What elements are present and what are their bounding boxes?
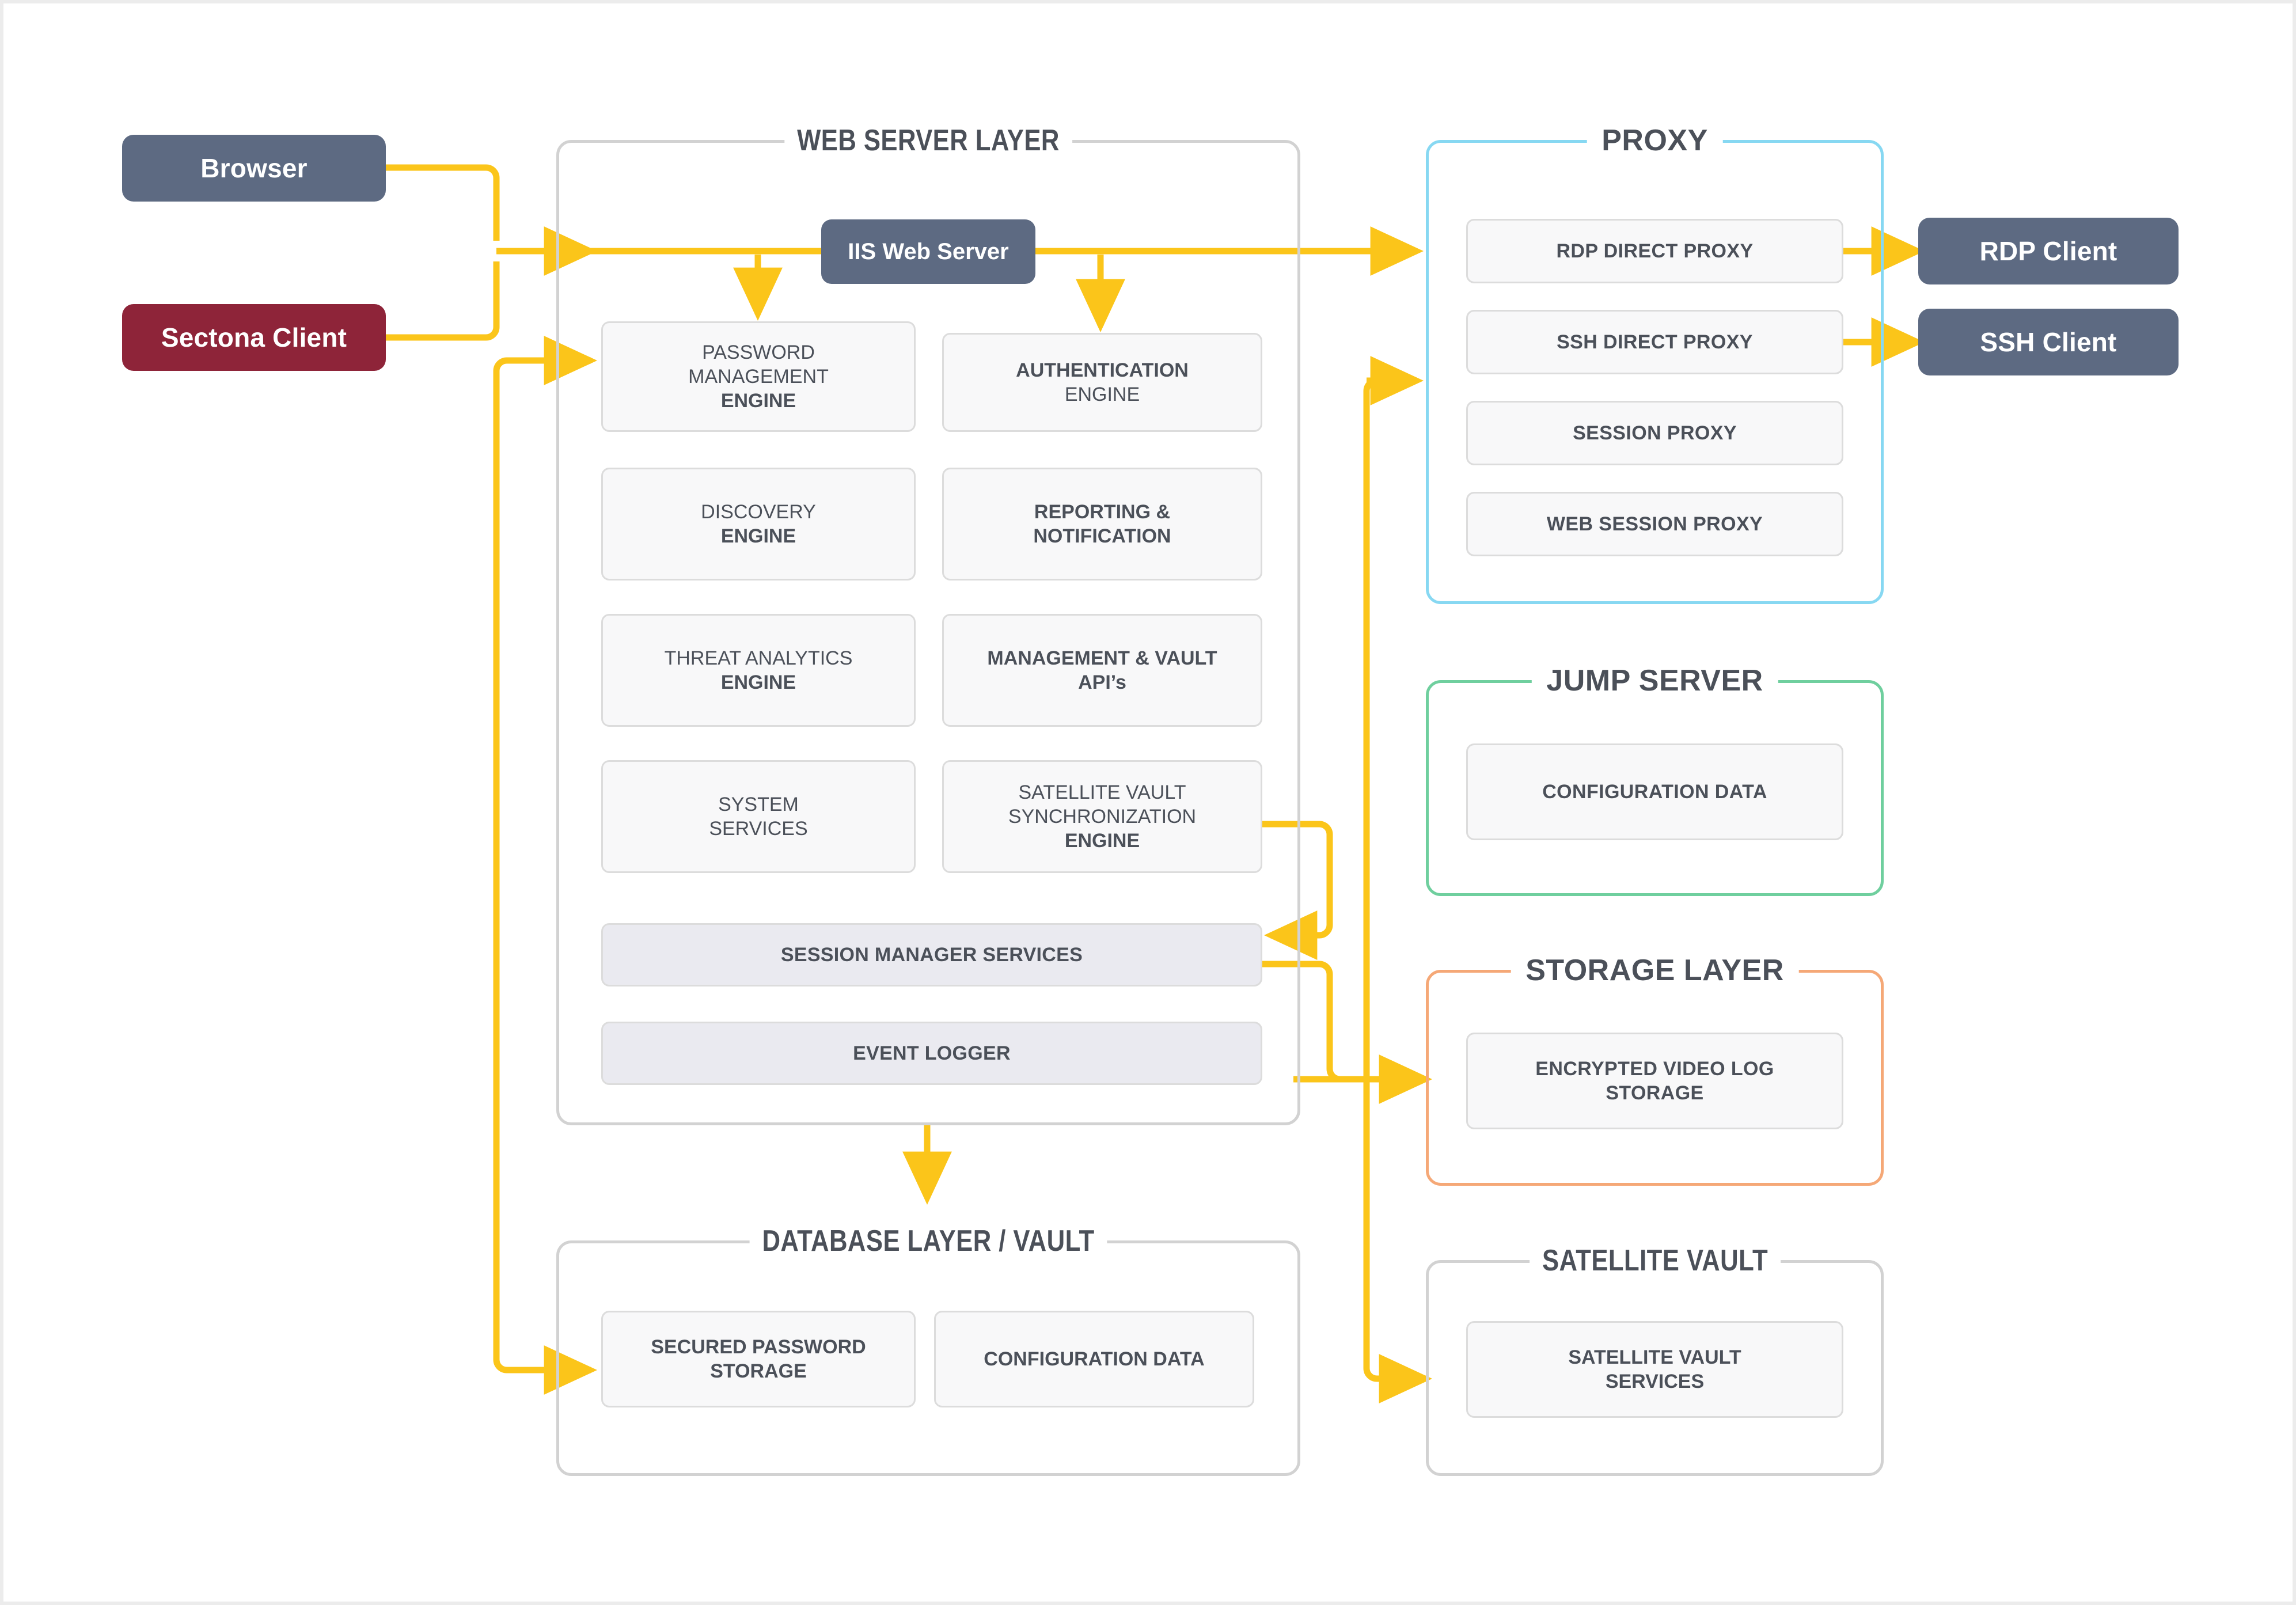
evls-line2: STORAGE xyxy=(1606,1082,1704,1104)
authentication-engine-card[interactable]: AUTHENTICATION ENGINE xyxy=(942,333,1262,432)
ssh-client-label: SSH Client xyxy=(1980,327,2117,357)
disc-line1: DISCOVERY xyxy=(701,501,816,523)
session-proxy-label: SESSION PROXY xyxy=(1573,422,1737,444)
web-server-layer-title: WEB SERVER LAYER xyxy=(784,120,1072,161)
proxy-title: PROXY xyxy=(1587,120,1723,161)
disc-line2: ENGINE xyxy=(720,525,796,547)
database-layer-title: DATABASE LAYER / VAULT xyxy=(749,1220,1107,1262)
web-session-proxy-card[interactable]: WEB SESSION PROXY xyxy=(1466,492,1843,556)
reporting-notification-card[interactable]: REPORTING & NOTIFICATION xyxy=(942,468,1262,580)
threat-line1: THREAT ANALYTICS xyxy=(664,647,853,669)
secured-password-storage-card[interactable]: SECURED PASSWORD STORAGE xyxy=(601,1311,916,1407)
auth-line2: ENGINE xyxy=(1064,384,1140,405)
sys-line2: SERVICES xyxy=(709,818,808,840)
satellite-vault-sync-engine-card[interactable]: SATELLITE VAULT SYNCHRONIZATION ENGINE xyxy=(942,760,1262,873)
event-logger-label: EVENT LOGGER xyxy=(853,1042,1011,1064)
jump-server-configuration-data-card[interactable]: CONFIGURATION DATA xyxy=(1466,743,1843,840)
threat-analytics-engine-card[interactable]: THREAT ANALYTICS ENGINE xyxy=(601,614,916,727)
rep-line1: REPORTING & xyxy=(1034,501,1171,523)
mv-line2: API’s xyxy=(1078,671,1126,693)
event-logger-bar[interactable]: EVENT LOGGER xyxy=(601,1022,1262,1085)
db-configuration-data-card[interactable]: CONFIGURATION DATA xyxy=(934,1311,1254,1407)
session-manager-services-bar[interactable]: SESSION MANAGER SERVICES xyxy=(601,923,1262,986)
pm-line2: MANAGEMENT xyxy=(688,366,829,388)
web-session-proxy-label: WEB SESSION PROXY xyxy=(1546,513,1763,535)
evls-line1: ENCRYPTED VIDEO LOG xyxy=(1535,1058,1774,1080)
iis-web-server-box[interactable]: IIS Web Server xyxy=(821,219,1035,284)
encrypted-video-log-storage-card[interactable]: ENCRYPTED VIDEO LOG STORAGE xyxy=(1466,1033,1843,1129)
ssh-direct-proxy-card[interactable]: SSH DIRECT PROXY xyxy=(1466,310,1843,374)
rdp-client-label: RDP Client xyxy=(1979,236,2117,266)
session-manager-services-label: SESSION MANAGER SERVICES xyxy=(780,944,1083,966)
management-vault-apis-card[interactable]: MANAGEMENT & VAULT API’s xyxy=(942,614,1262,727)
pm-line1: PASSWORD xyxy=(702,342,815,363)
rdp-direct-proxy-card[interactable]: RDP DIRECT PROXY xyxy=(1466,219,1843,283)
rdp-client-box[interactable]: RDP Client xyxy=(1918,218,2179,284)
iis-web-server-label: IIS Web Server xyxy=(848,238,1009,264)
storage-layer-group: STORAGE LAYER xyxy=(1426,950,1884,1186)
auth-line1: AUTHENTICATION xyxy=(1016,359,1189,381)
storage-layer-title: STORAGE LAYER xyxy=(1511,950,1799,991)
svsv-line1: SATELLITE VAULT xyxy=(1568,1346,1741,1368)
discovery-engine-card[interactable]: DISCOVERY ENGINE xyxy=(601,468,916,580)
jump-server-group: JUMP SERVER xyxy=(1426,660,1884,896)
mv-line1: MANAGEMENT & VAULT xyxy=(987,647,1217,669)
satellite-vault-title: SATELLITE VAULT xyxy=(1529,1240,1781,1281)
svsv-line2: SERVICES xyxy=(1605,1371,1705,1392)
svs-line2: SYNCHRONIZATION xyxy=(1008,806,1197,828)
ssh-client-box[interactable]: SSH Client xyxy=(1918,309,2179,375)
web-server-layer-group: WEB SERVER LAYER xyxy=(556,120,1300,1125)
sectona-client-box[interactable]: Sectona Client xyxy=(122,304,386,371)
svs-line1: SATELLITE VAULT xyxy=(1018,781,1186,803)
password-management-engine-card[interactable]: PASSWORD MANAGEMENT ENGINE xyxy=(601,321,916,432)
proxy-group: PROXY xyxy=(1426,120,1884,604)
ssh-direct-proxy-label: SSH DIRECT PROXY xyxy=(1557,331,1753,353)
session-proxy-card[interactable]: SESSION PROXY xyxy=(1466,401,1843,465)
satellite-vault-group: SATELLITE VAULT xyxy=(1426,1240,1884,1476)
db-configuration-data-label: CONFIGURATION DATA xyxy=(984,1348,1205,1370)
jump-server-title: JUMP SERVER xyxy=(1531,660,1778,701)
sys-line1: SYSTEM xyxy=(718,794,799,815)
system-services-card[interactable]: SYSTEM SERVICES xyxy=(601,760,916,873)
satellite-vault-services-card[interactable]: SATELLITE VAULT SERVICES xyxy=(1466,1321,1843,1418)
database-layer-group: DATABASE LAYER / VAULT xyxy=(556,1220,1300,1476)
jump-configuration-data-label: CONFIGURATION DATA xyxy=(1542,781,1767,803)
svs-line3: ENGINE xyxy=(1064,830,1140,852)
threat-line2: ENGINE xyxy=(720,671,796,693)
sps-line1: SECURED PASSWORD xyxy=(651,1336,866,1358)
browser-box[interactable]: Browser xyxy=(122,135,386,202)
browser-label: Browser xyxy=(200,153,308,183)
sps-line2: STORAGE xyxy=(710,1360,807,1382)
rdp-direct-proxy-label: RDP DIRECT PROXY xyxy=(1556,240,1754,262)
rep-line2: NOTIFICATION xyxy=(1033,525,1171,547)
sectona-client-label: Sectona Client xyxy=(161,322,347,352)
pm-line3: ENGINE xyxy=(720,390,796,412)
